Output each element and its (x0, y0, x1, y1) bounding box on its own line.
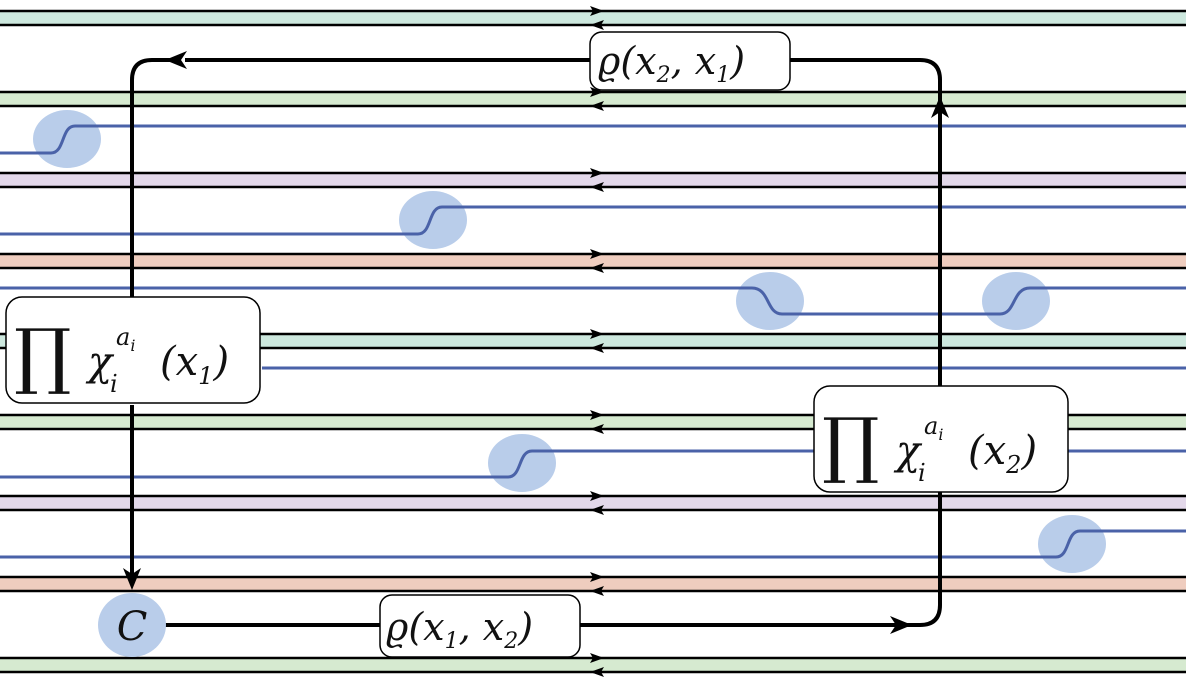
arrow-top-left (165, 51, 187, 69)
loop-right-lower-segment (580, 490, 942, 627)
prod-right-arg: (x2) (968, 428, 1037, 479)
rho-bottom-label: ϱ(x1, x2) (386, 605, 533, 654)
thread-line (0, 124, 1186, 155)
prod-left-symbol: ∏ (14, 313, 71, 397)
arrow-left-down (123, 568, 141, 590)
prod-right-sup: ai (924, 412, 943, 444)
loop-top-right-segment (790, 58, 942, 390)
band-arrow-right (590, 168, 604, 178)
crossing-blob (982, 272, 1050, 330)
loop-left-segment (130, 58, 170, 300)
prod-left-chi: χ (85, 339, 115, 385)
rho-top-label: ϱ(x2, x1) (598, 39, 745, 88)
band-7 (0, 491, 1186, 515)
band-3 (0, 168, 1186, 192)
prod-left-sub: i (110, 370, 118, 398)
band-arrow-right (590, 491, 604, 501)
rho-bottom-box: ϱ(x1, x2) (379, 594, 581, 658)
band-arrow-left (590, 505, 604, 515)
band-9 (0, 653, 1186, 677)
band-arrow-left (590, 182, 604, 192)
thread-line (0, 529, 1186, 559)
prod-right-sub: i (918, 459, 926, 487)
band-4 (0, 249, 1186, 273)
threads-layer (0, 110, 1186, 573)
thread-line (0, 286, 1186, 316)
band-arrow-right (590, 249, 604, 259)
prod-right-chi: χ (893, 428, 923, 474)
crossing-blob (33, 110, 101, 168)
band-1 (0, 6, 1186, 30)
band-arrow-left (590, 101, 604, 111)
crossing-blob (399, 191, 467, 249)
prod-right-symbol: ∏ (822, 402, 879, 486)
thread-5 (0, 434, 814, 492)
prod-left-box: ∏ χ i ai (x1) (5, 296, 261, 404)
band-arrow-left (590, 20, 604, 30)
band-8 (0, 572, 1186, 596)
arrow-right-up (931, 96, 949, 118)
band-arrow-right (590, 572, 604, 582)
band-arrow-left (590, 667, 604, 677)
c-node-label: C (117, 604, 148, 650)
band-2 (0, 87, 1186, 111)
band-arrow-left (590, 586, 604, 596)
thread-1 (0, 110, 1186, 168)
band-arrow-right (590, 87, 604, 97)
band-arrow-right (590, 6, 604, 16)
band-arrow-left (590, 424, 604, 434)
path-layer (123, 51, 949, 634)
thread-line (0, 205, 1186, 236)
band-arrow-right (590, 329, 604, 339)
prod-left-arg: (x1) (160, 339, 229, 390)
rho-top-box: ϱ(x2, x1) (589, 31, 791, 91)
crossing-blob (1038, 515, 1106, 573)
c-node: C (98, 593, 166, 657)
prod-right-box: ∏ χ i ai (x2) (813, 385, 1069, 493)
band-arrow-right (590, 653, 604, 663)
thread-2 (0, 191, 1186, 249)
band-arrow-left (590, 263, 604, 273)
band-arrow-left (590, 343, 604, 353)
thread-7 (0, 515, 1186, 573)
arrow-bottom-right (890, 616, 912, 634)
c-node-blob (98, 593, 166, 657)
crossing-blob (736, 272, 804, 330)
band-arrow-right (590, 410, 604, 420)
thread-3 (0, 272, 1186, 330)
prod-left-sup: ai (116, 323, 135, 355)
thread-line (0, 449, 814, 479)
